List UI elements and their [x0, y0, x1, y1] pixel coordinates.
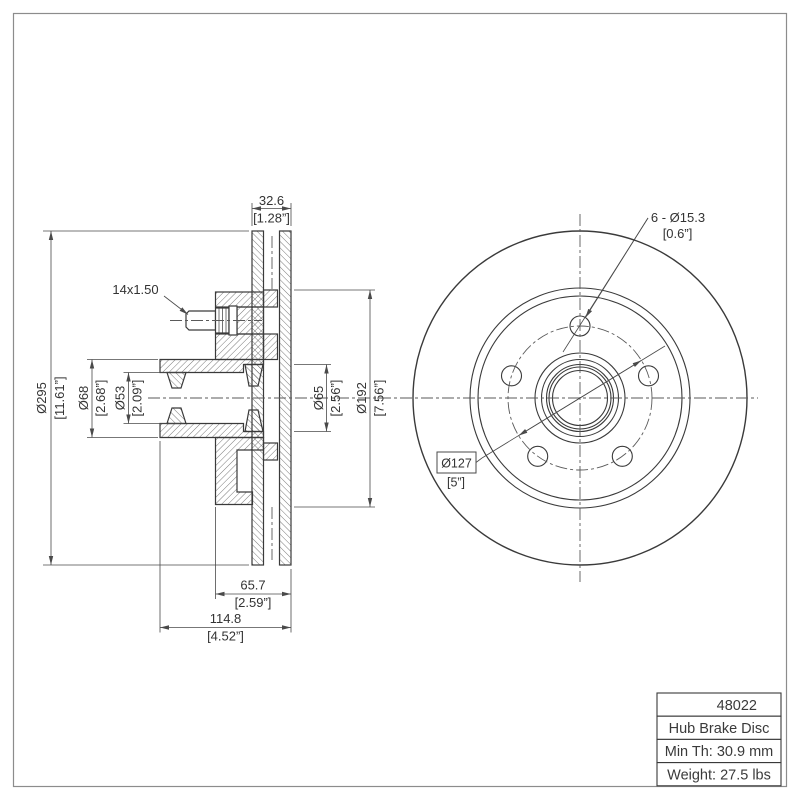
overall-depth-in-label: [4.52”]	[207, 629, 244, 644]
outer-dia-in-label: [11.61”]	[52, 376, 67, 419]
bolt-circle-in-label: [5”]	[447, 476, 465, 490]
lug-hole-upper-left	[500, 365, 523, 387]
hat-dia-mm-label: Ø192	[354, 382, 369, 414]
min-thickness: Min Th: 30.9 mm	[665, 744, 774, 760]
lug-hole-lower-right	[611, 445, 633, 467]
hub-flange-upper	[214, 291, 265, 308]
bolt-circle-mm-label: Ø127	[441, 457, 472, 471]
hub-flange-upper-inner	[214, 333, 265, 361]
thickness-mm-label: 32.6	[259, 193, 284, 208]
stud-leader	[163, 295, 189, 315]
outer-dia-mm-label: Ø295	[34, 382, 49, 414]
title-block: 48022 Hub Brake Disc Min Th: 30.9 mm Wei…	[656, 692, 782, 787]
inner-bearing-cup-upper	[244, 363, 264, 387]
hub-depth-in-label: [2.59”]	[235, 595, 272, 610]
dim-bore-diameter	[123, 372, 184, 424]
bolt-circle-label-box	[436, 451, 477, 474]
stud-thread-label: 14x1.50	[112, 282, 158, 297]
dim-outer-diameter	[43, 230, 249, 566]
inner-bearing-cup-lower	[244, 409, 264, 433]
dim-snout-diameter	[87, 359, 158, 438]
part-name: Hub Brake Disc	[669, 721, 770, 737]
centerlines	[148, 214, 758, 582]
outer-bearing-cup-lower	[166, 407, 187, 425]
dim-cup-diameter	[294, 364, 331, 432]
hub-cone-lower	[214, 436, 265, 506]
dim-hat-diameter	[294, 289, 375, 508]
dimension-labels: 32.6 [1.28”] 6 - Ø15.3 [0.6”] 14x1.50 Ø2…	[34, 193, 705, 644]
lug-hole-leader	[562, 217, 649, 353]
hat-section-upper	[262, 289, 279, 308]
thickness-in-label: [1.28”]	[253, 211, 290, 226]
dimensions	[43, 203, 666, 633]
cup-dia-in-label: [2.56”]	[328, 380, 343, 417]
bolt-circle-dimension	[436, 345, 666, 474]
lug-hole-upper-right	[637, 365, 660, 387]
lug-hole-lower-left	[527, 445, 549, 467]
hub-depth-mm-label: 65.7	[240, 578, 265, 593]
dim-overall-depth	[159, 441, 291, 633]
part-number: 48022	[717, 698, 757, 714]
hat-section-upper-inner	[262, 333, 279, 361]
snout-dia-in-label: [2.68”]	[93, 380, 108, 417]
outer-bearing-cup-upper	[166, 371, 187, 389]
bolt-circle	[507, 325, 653, 471]
hat-dia-in-label: [7.56”]	[372, 380, 387, 417]
bore-dia-in-label: [2.09”]	[130, 380, 145, 417]
dim-thickness	[251, 203, 292, 226]
title-block-row-weight	[656, 762, 782, 787]
hat-section-lower	[262, 442, 279, 461]
lug-holes-in-label: [0.6”]	[663, 226, 693, 241]
bore-dia-mm-label: Ø53	[113, 386, 128, 411]
weight: Weight: 27.5 lbs	[667, 767, 771, 783]
lug-holes-mm-label: 6 - Ø15.3	[651, 210, 705, 225]
dim-hub-depth	[215, 507, 292, 633]
page-border	[12, 12, 788, 788]
overall-depth-mm-label: 114.8	[210, 611, 242, 626]
snout-dia-mm-label: Ø68	[76, 386, 91, 411]
cup-dia-mm-label: Ø65	[311, 386, 326, 411]
